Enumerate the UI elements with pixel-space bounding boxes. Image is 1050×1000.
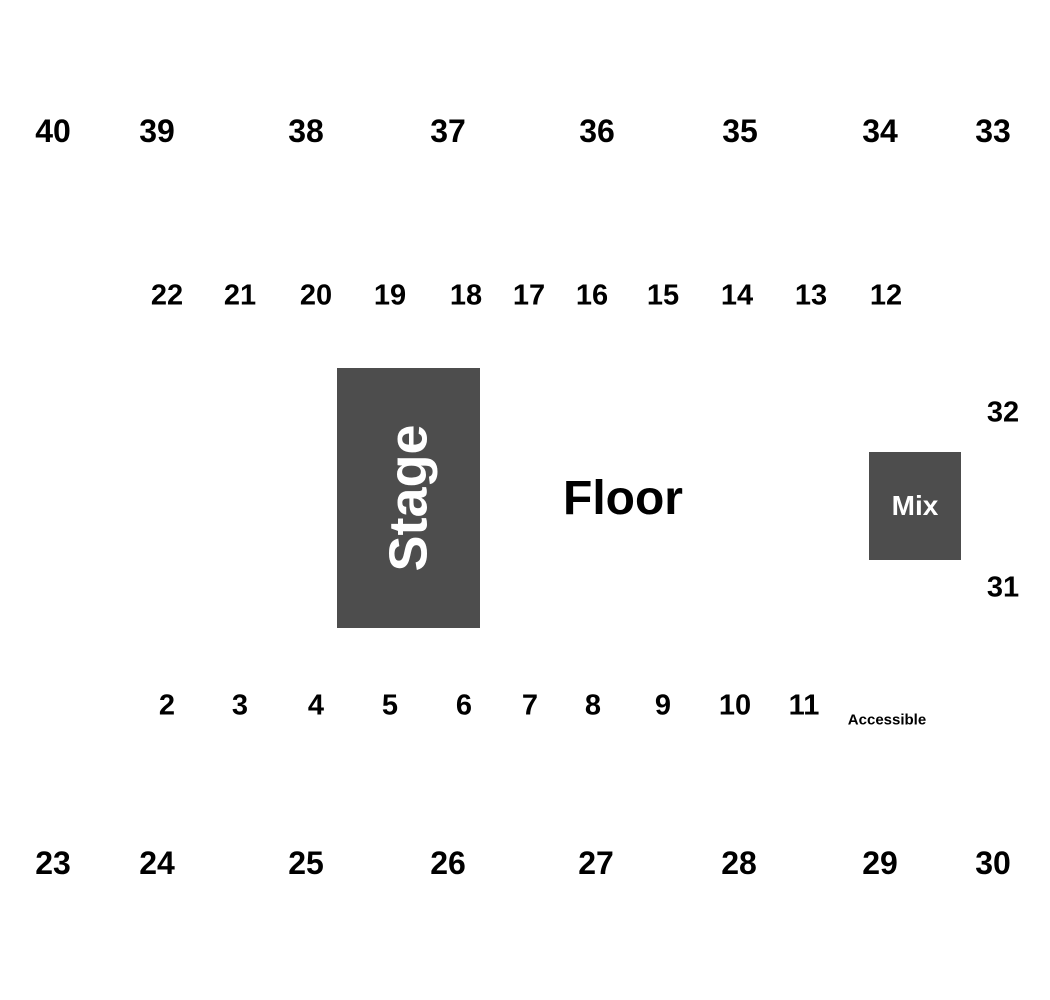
section-37[interactable]: 37	[430, 113, 466, 149]
section-13[interactable]: 13	[794, 279, 828, 312]
section-17[interactable]: 17	[512, 279, 546, 312]
mix-label: Mix	[891, 490, 939, 521]
section-10[interactable]: 10	[718, 689, 752, 722]
section-14[interactable]: 14	[720, 279, 754, 312]
section-29[interactable]: 29	[862, 845, 898, 881]
section-4[interactable]: 4	[307, 689, 325, 722]
section-6[interactable]: 6	[455, 689, 473, 722]
section-23[interactable]: 23	[35, 845, 71, 881]
section-22[interactable]: 22	[150, 279, 184, 312]
section-15[interactable]: 15	[646, 279, 680, 312]
section-19[interactable]: 19	[373, 279, 407, 312]
section-11[interactable]: 11	[788, 689, 820, 722]
section-27[interactable]: 27	[578, 845, 614, 881]
section-9[interactable]: 9	[654, 689, 672, 722]
stage-block: Stage	[337, 368, 480, 628]
section-21[interactable]: 21	[223, 279, 257, 312]
section-12[interactable]: 12	[869, 279, 903, 312]
section-30[interactable]: 30	[975, 845, 1011, 881]
section-35[interactable]: 35	[722, 113, 758, 149]
section-floor[interactable]: Floor	[563, 472, 683, 525]
section-26[interactable]: 26	[430, 845, 466, 881]
section-39[interactable]: 39	[139, 113, 175, 149]
mix-block: Mix	[869, 452, 961, 560]
stage-label: Stage	[378, 424, 439, 572]
section-16[interactable]: 16	[575, 279, 609, 312]
section-5[interactable]: 5	[381, 689, 399, 722]
section-36[interactable]: 36	[579, 113, 615, 149]
section-28[interactable]: 28	[721, 845, 757, 881]
accessible-label[interactable]: Accessible	[847, 711, 927, 729]
section-40[interactable]: 40	[35, 113, 71, 149]
section-20[interactable]: 20	[299, 279, 333, 312]
section-38[interactable]: 38	[288, 113, 324, 149]
section-18[interactable]: 18	[449, 279, 483, 312]
section-25[interactable]: 25	[288, 845, 324, 881]
section-8[interactable]: 8	[584, 689, 602, 722]
section-24[interactable]: 24	[139, 845, 175, 881]
section-2[interactable]: 2	[158, 689, 176, 722]
section-31[interactable]: 31	[986, 571, 1020, 604]
section-7[interactable]: 7	[521, 689, 539, 722]
section-32[interactable]: 32	[986, 396, 1020, 429]
section-33[interactable]: 33	[975, 113, 1011, 149]
section-3[interactable]: 3	[231, 689, 249, 722]
section-34[interactable]: 34	[862, 113, 898, 149]
